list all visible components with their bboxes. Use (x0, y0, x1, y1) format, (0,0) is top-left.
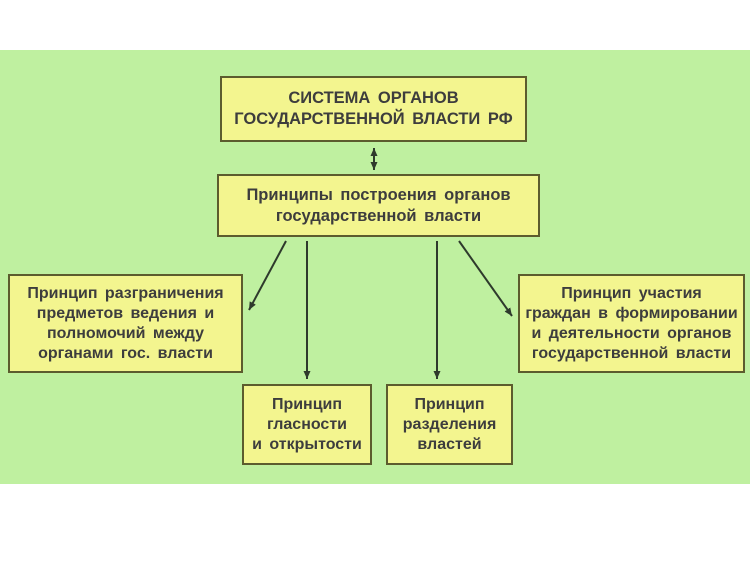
node-system-of-state-bodies: СИСТЕМА ОРГАНОВ ГОСУДАРСТВЕННОЙ ВЛАСТИ Р… (220, 76, 527, 142)
node-principles-label: Принципы построения органов государствен… (246, 185, 511, 225)
node-system-label: СИСТЕМА ОРГАНОВ ГОСУДАРСТВЕННОЙ ВЛАСТИ Р… (234, 89, 513, 128)
node-glasnost-openness-principle: Принцип гласности и открытости (242, 384, 372, 465)
node-glasnost-label: Принцип гласности и открытости (252, 395, 362, 453)
node-separation-of-powers-principle: Принцип разделения властей (386, 384, 513, 465)
node-construction-principles: Принципы построения органов государствен… (217, 174, 540, 237)
node-participation-label: Принцип участия граждан в формировании и… (525, 284, 738, 362)
node-citizen-participation-principle: Принцип участия граждан в формировании и… (518, 274, 745, 373)
node-separation-label: Принцип разделения властей (402, 395, 497, 453)
node-delimitation-label: Принцип разграничения предметов ведения … (27, 284, 224, 362)
node-delimitation-principle: Принцип разграничения предметов ведения … (8, 274, 243, 373)
